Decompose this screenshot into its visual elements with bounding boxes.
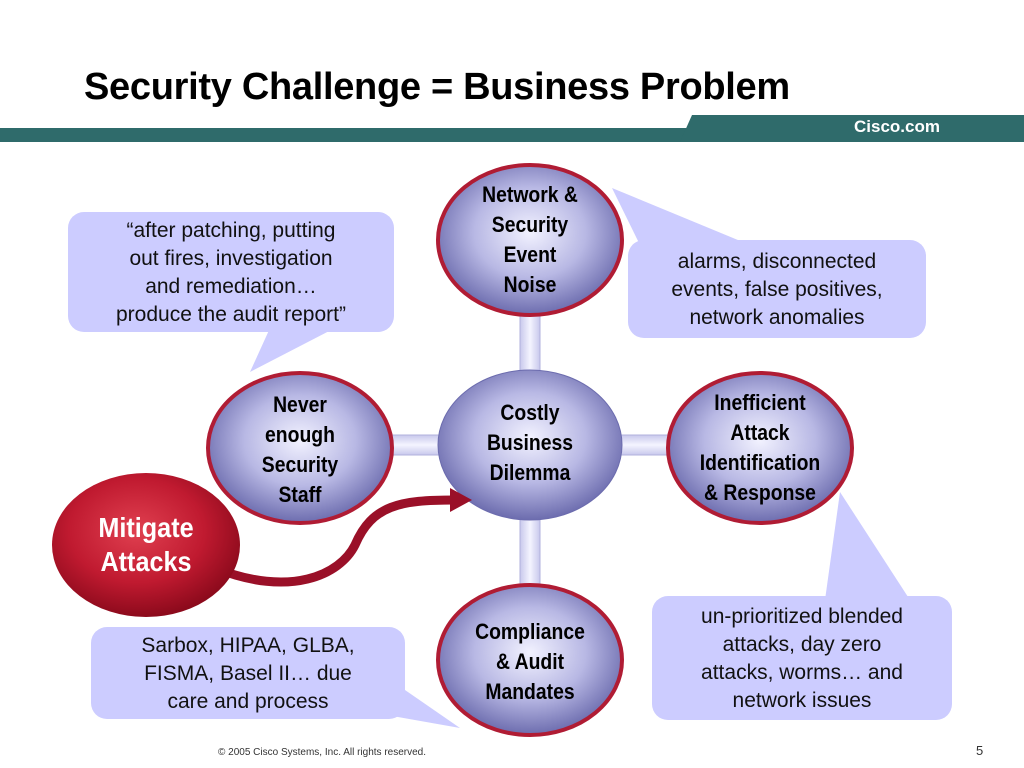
circle-mitigate (52, 473, 240, 617)
callout-attacks: un-prioritized blended attacks, day zero… (701, 605, 903, 712)
header-bar (0, 115, 1024, 142)
label-bottom: Compliance & Audit Mandates (475, 619, 585, 704)
copyright-footer: © 2005 Cisco Systems, Inc. All rights re… (218, 747, 427, 758)
connector-right (614, 434, 676, 456)
callout-quote: “after patching, putting out fires, inve… (116, 219, 346, 326)
callout-quote-shape (68, 212, 394, 372)
callout-alarms-shape (612, 188, 926, 338)
circle-right (666, 371, 854, 525)
circle-top (436, 163, 624, 317)
label-top: Network & Security Event Noise (482, 182, 578, 297)
label-mitigate: Mitigate Attacks (98, 512, 194, 577)
mitigate-arrow (210, 488, 472, 587)
callout-compliance-shape (91, 627, 460, 728)
label-left: Never enough Security Staff (261, 392, 339, 507)
circle-bottom (436, 583, 624, 737)
page-number: 5 (976, 743, 984, 758)
circle-left (206, 371, 394, 525)
circle-center (437, 369, 623, 521)
callout-compliance: Sarbox, HIPAA, GLBA, FISMA, Basel II… du… (141, 634, 355, 713)
label-right: Inefficient Attack Identification & Resp… (699, 390, 821, 505)
label-center: Costly Business Dilemma (486, 400, 574, 485)
page-title: Security Challenge = Business Problem (84, 66, 790, 108)
connector-left (384, 434, 446, 456)
brand-logo-text: Cisco.com (854, 117, 940, 136)
callout-alarms: alarms, disconnected events, false posit… (671, 250, 883, 329)
callout-attacks-shape (652, 492, 952, 720)
